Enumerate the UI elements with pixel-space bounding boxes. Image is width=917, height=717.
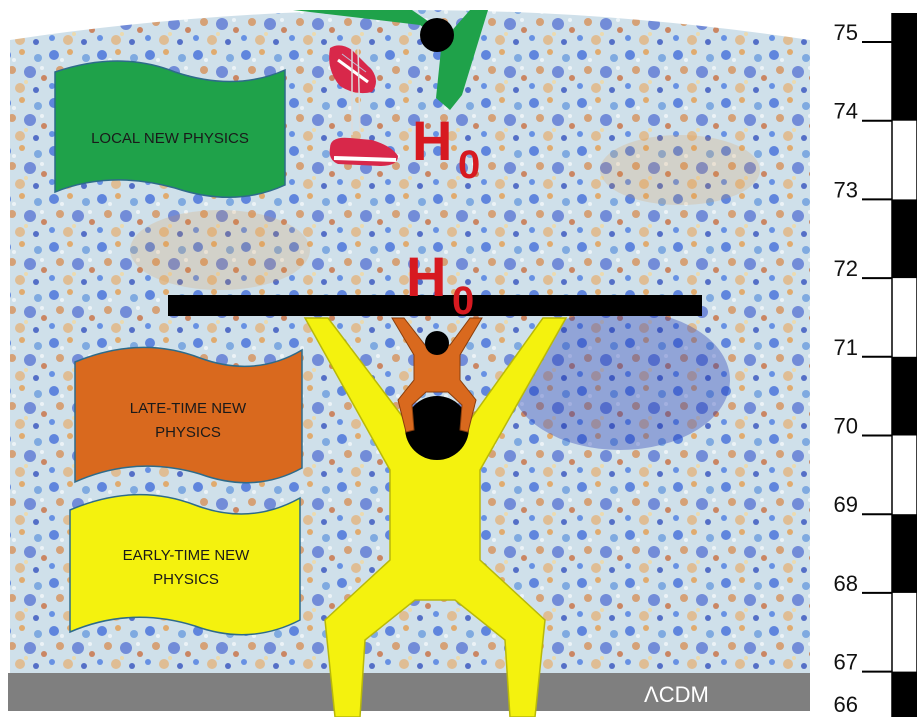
flag-local-new-physics: LOCAL NEW PHYSICS: [54, 60, 286, 199]
scale-tick-label: 74: [834, 99, 858, 124]
flag-early-label-line1: EARLY-TIME NEW: [123, 547, 251, 564]
scale-tick-label: 75: [834, 20, 858, 45]
scale-tick-label: 66: [834, 692, 858, 717]
scale-tick-label: 71: [834, 335, 858, 360]
yellow-lifter-head: [405, 396, 469, 460]
scale-tick-label: 67: [834, 650, 858, 675]
lcdm-ground-bar: ΛCDM: [8, 673, 810, 711]
scale-tick-label: 73: [834, 177, 858, 202]
red-sneakers-icon: [329, 45, 398, 166]
scale-tick-label: 68: [834, 571, 858, 596]
flag-late-time-new-physics: LATE-TIME NEW PHYSICS: [74, 346, 303, 484]
scale-tick-label: 72: [834, 256, 858, 281]
orange-figure-head: [425, 331, 449, 355]
svg-text:0: 0: [452, 279, 474, 323]
green-figure: [293, 10, 488, 110]
h0-label-upper: H 0: [412, 109, 480, 187]
scale-segment: [892, 13, 917, 121]
flag-early-label-line2: PHYSICS: [153, 571, 219, 588]
svg-text:H: H: [406, 245, 446, 308]
flag-late-label-line2: PHYSICS: [155, 424, 221, 441]
scale-segment: [892, 514, 917, 593]
h0-scale-ruler: 75 74 73 72 71 70 69 68 67 66: [834, 13, 917, 717]
flag-early-time-new-physics: EARLY-TIME NEW PHYSICS: [69, 493, 301, 636]
scale-segment: [892, 199, 917, 279]
yellow-lifter-figure: [303, 317, 568, 717]
h0-barbell-bar: [168, 295, 702, 316]
flag-late-label-line1: LATE-TIME NEW: [130, 400, 247, 417]
green-figure-head: [420, 18, 454, 52]
svg-text:0: 0: [458, 143, 480, 187]
flag-local-label: LOCAL NEW PHYSICS: [91, 130, 249, 147]
scale-segment: [892, 671, 917, 717]
scale-tick-label: 69: [834, 492, 858, 517]
orange-small-figure: [391, 317, 483, 433]
svg-text:H: H: [412, 109, 452, 172]
lcdm-label: ΛCDM: [644, 682, 709, 707]
h0-label-lower: H 0: [406, 245, 474, 323]
scale-tick-label: 70: [834, 414, 858, 439]
scale-segment: [892, 356, 917, 436]
